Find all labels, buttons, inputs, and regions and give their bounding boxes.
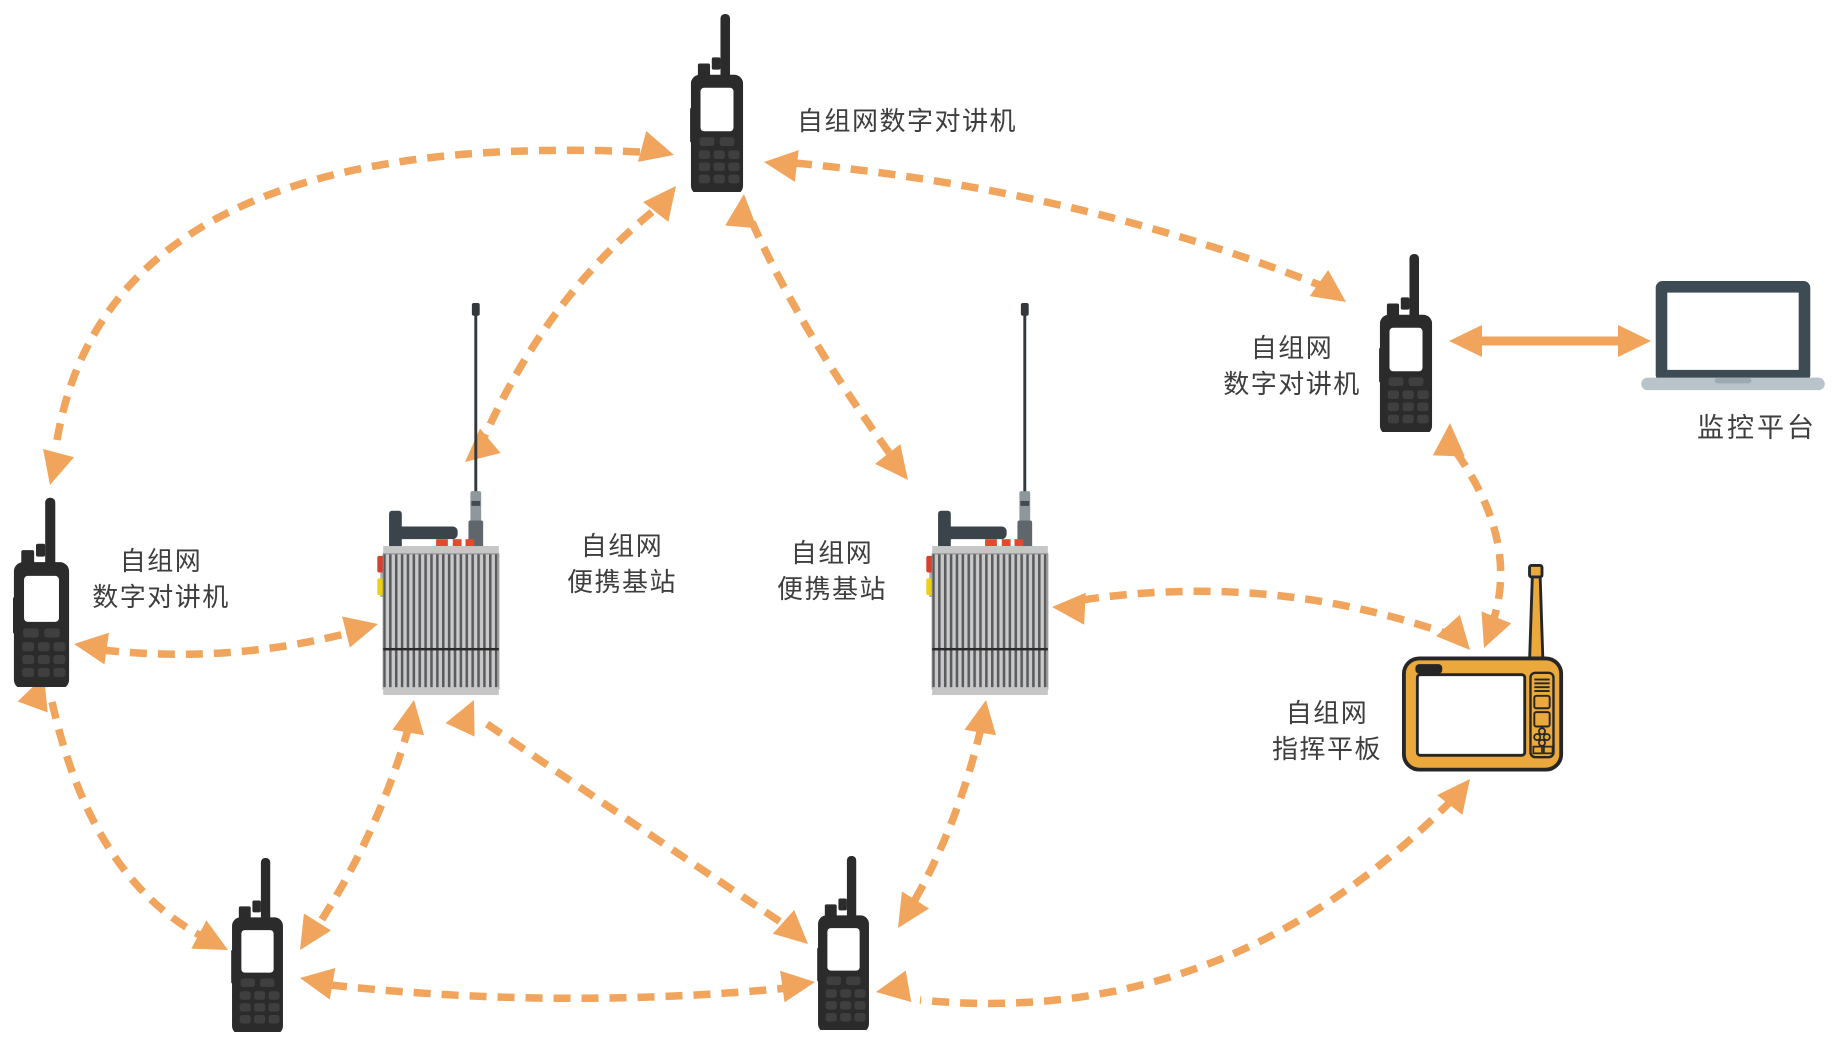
link-radio_left-radio_bottom_left: [17, 676, 228, 950]
link-radio_top-station_left: [465, 186, 676, 462]
arrowhead: [876, 970, 912, 1003]
arrowhead: [392, 700, 425, 736]
tablet-label-line2: 指挥平板: [1271, 734, 1382, 764]
link-station_right-tablet: [1052, 587, 1470, 650]
base-station-icon: [377, 303, 500, 695]
radio-left-label: 自组网 数字对讲机: [51, 543, 271, 615]
link-station_right-radio_bottom_center: [898, 700, 997, 928]
base-station-icon: [926, 303, 1049, 695]
arrowhead: [643, 186, 676, 222]
radio-bottom-left: [231, 858, 284, 1032]
arrowhead: [875, 444, 908, 480]
arrowhead: [1309, 269, 1346, 302]
link-radio_left-station_left: [74, 616, 378, 665]
link-station_left-radio_bottom_left: [300, 700, 425, 950]
arrowhead: [637, 131, 674, 162]
station-left-label-line1: 自组网: [580, 531, 664, 561]
arrowhead: [1618, 325, 1651, 357]
arrowhead: [1481, 611, 1512, 648]
station-left-label: 自组网 便携基站: [512, 528, 732, 600]
link-station_left-radio_bottom_center: [445, 700, 808, 944]
station-right-label-line1: 自组网: [790, 538, 874, 568]
arrowhead: [43, 448, 74, 485]
station-left: [377, 303, 505, 695]
arrowhead: [191, 920, 228, 950]
tablet-label-line1: 自组网: [1285, 698, 1369, 728]
arrowhead: [445, 700, 475, 737]
arrowhead: [465, 428, 501, 462]
arrowhead: [1052, 592, 1086, 625]
radio-left-label-line1: 自组网: [119, 546, 203, 576]
arrowhead: [342, 616, 378, 648]
station-right-label-line2: 便携基站: [776, 574, 887, 604]
station-left-label-line2: 便携基站: [566, 567, 677, 597]
arrowhead: [780, 970, 815, 1003]
link-radio_top-station_right: [725, 194, 908, 480]
link-radio_top-radio_right: [764, 150, 1346, 302]
arrowhead: [964, 700, 997, 736]
link-radio_top-radio_left: [43, 131, 674, 485]
arrowhead: [772, 910, 808, 944]
arrowhead: [898, 891, 930, 928]
walkie-talkie-icon: [690, 14, 744, 192]
link-radio_right-tablet: [1432, 423, 1512, 648]
radio-right-label: 自组网 数字对讲机: [1182, 330, 1402, 402]
radio-right-label-line2: 数字对讲机: [1223, 369, 1361, 399]
radio-left-label-line2: 数字对讲机: [92, 582, 230, 612]
radio-top-label: 自组网数字对讲机: [797, 106, 1018, 136]
arrowhead: [764, 150, 799, 182]
arrowhead: [725, 194, 758, 229]
tablet-label: 自组网 指挥平板: [1217, 695, 1437, 767]
link-tablet-radio_bottom_center: [876, 779, 1470, 1008]
monitor-laptop: [1641, 281, 1825, 395]
radio-right-label-line1: 自组网: [1250, 333, 1334, 363]
link-radio_bottom_left-radio_bottom_center: [300, 967, 815, 1003]
monitor-label: 监控平台: [1697, 413, 1817, 443]
laptop-icon: [1641, 281, 1825, 391]
station-right-label: 自组网 便携基站: [722, 535, 942, 607]
arrowhead: [1449, 325, 1482, 357]
radio-top: [690, 14, 744, 192]
walkie-talkie-icon: [231, 858, 283, 1032]
radio-bottom-center: [817, 856, 870, 1030]
arrowhead: [1432, 423, 1465, 457]
arrowhead: [1437, 779, 1470, 815]
station-right: [926, 303, 1054, 695]
link-radio_right-monitor: [1449, 325, 1651, 357]
arrowhead: [74, 632, 109, 665]
walkie-talkie-icon: [817, 856, 869, 1030]
arrowhead: [300, 913, 332, 950]
arrowhead: [1436, 614, 1470, 650]
arrowhead: [300, 967, 336, 1000]
